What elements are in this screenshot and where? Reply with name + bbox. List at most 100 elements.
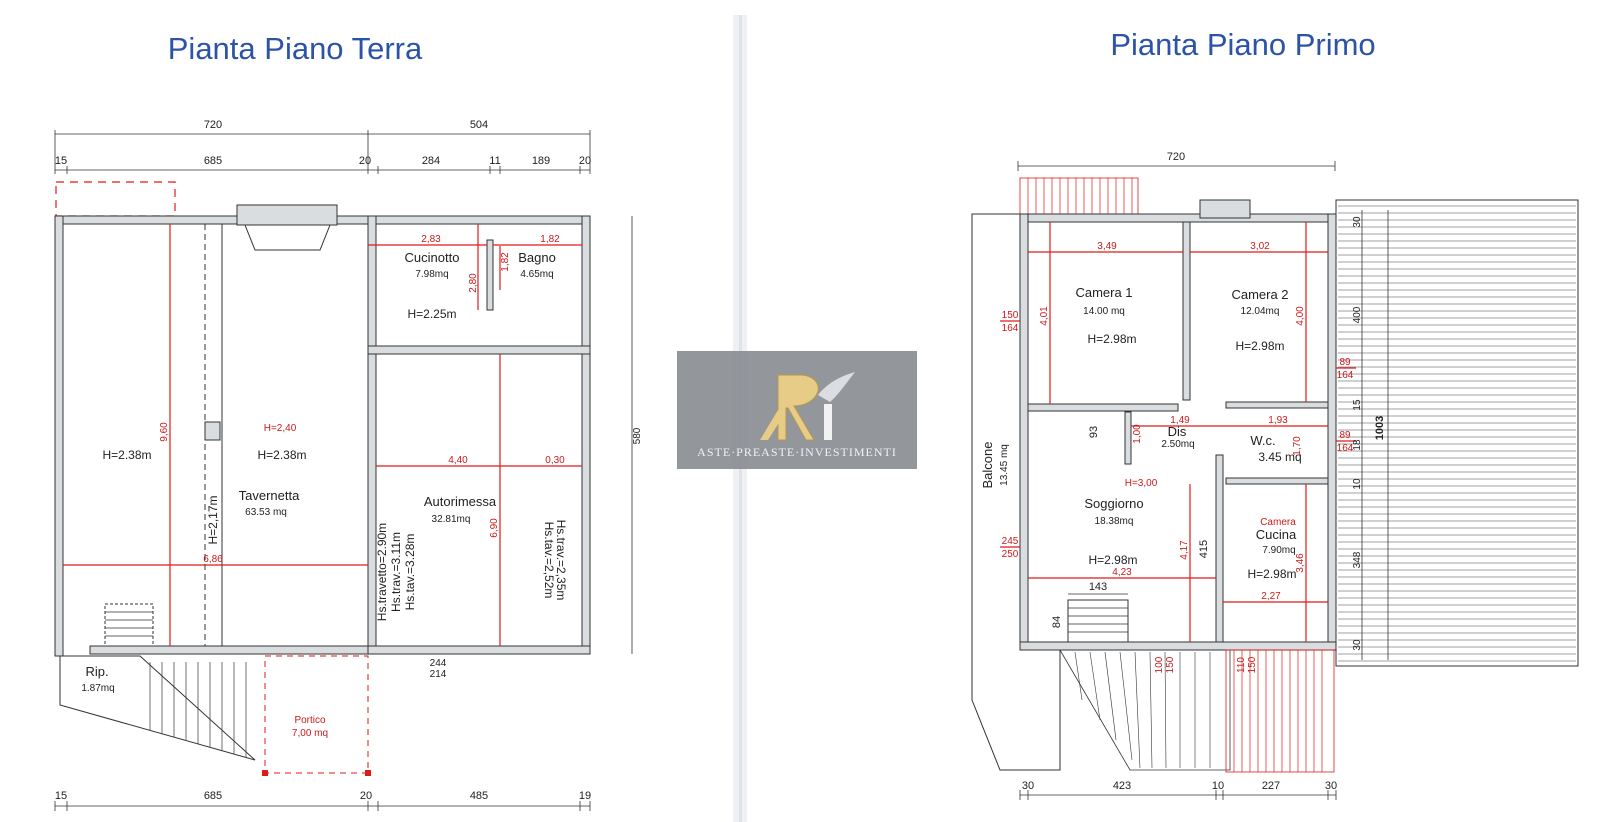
dim-720: 720 bbox=[204, 119, 222, 131]
room-wc-name: W.c. bbox=[1250, 433, 1275, 448]
left-pair-2b: 250 bbox=[1002, 549, 1019, 560]
ground-floor-plan: 720 504 15 685 20 284 11 189 20 bbox=[54, 119, 643, 811]
dim-690: 6,90 bbox=[489, 518, 500, 538]
dim-100b: 100 bbox=[1154, 656, 1165, 673]
logo-mark-icon bbox=[760, 372, 855, 441]
dim-110: 110 bbox=[1236, 657, 1247, 673]
dim-423: 4,23 bbox=[1112, 567, 1132, 578]
room-camera2-area: 12.04mq bbox=[1241, 306, 1280, 317]
room-rip-name: Rip. bbox=[85, 664, 108, 679]
dim-93: 93 bbox=[1088, 426, 1100, 438]
autorimessa-height-2: Hs.trav.=3.11m bbox=[389, 532, 403, 612]
dim-283: 2,83 bbox=[421, 234, 441, 245]
dim-11: 11 bbox=[489, 155, 500, 167]
room-portico-name: Portico bbox=[294, 715, 326, 726]
dim-030: 0,30 bbox=[545, 455, 565, 466]
deck-dim-30a: 30 bbox=[1352, 216, 1363, 228]
autorimessa-height-5: Hs.tav.=2,52m bbox=[542, 522, 556, 599]
dim-182b: 1,82 bbox=[500, 252, 511, 272]
tavernetta-height-red: H=2,40 bbox=[264, 423, 297, 434]
beam-height: H=2,17m bbox=[206, 495, 220, 544]
left-space-height: H=2.38m bbox=[102, 448, 151, 462]
dim-84: 84 bbox=[1051, 616, 1063, 628]
watermark-logo: ASTE·PREASTE·INVESTIMENTI bbox=[677, 351, 917, 469]
dim-440: 4,40 bbox=[448, 455, 468, 466]
room-wc-area: 3.45 mq bbox=[1258, 450, 1301, 464]
room-portico-area: 7,00 mq bbox=[292, 728, 328, 739]
autorimessa-height-3: Hs.tav.=3.28m bbox=[403, 534, 417, 611]
dim-189: 189 bbox=[532, 155, 550, 167]
room-cucinotto-height: H=2.25m bbox=[407, 307, 456, 321]
first-bottom-423: 423 bbox=[1113, 780, 1131, 792]
dim-960: 9,60 bbox=[159, 422, 170, 442]
room-camera1-height: H=2.98m bbox=[1087, 332, 1136, 346]
dim-401: 4,01 bbox=[1039, 306, 1050, 326]
room-autorimessa-name: Autorimessa bbox=[424, 494, 497, 509]
dim-20: 20 bbox=[359, 155, 371, 167]
deck-dim-10: 10 bbox=[1352, 478, 1363, 490]
dim-349: 3,49 bbox=[1097, 241, 1117, 252]
first-floor-title: Pianta Piano Primo bbox=[1110, 27, 1375, 62]
door-dim-214: 214 bbox=[430, 669, 447, 680]
dim-415: 415 bbox=[1198, 540, 1210, 558]
deck-dim-18: 18 bbox=[1352, 439, 1363, 451]
bottom-dim-485: 485 bbox=[470, 790, 488, 802]
right-pair-2a: 89 bbox=[1339, 430, 1351, 441]
room-tavernetta-area: 63.53 mq bbox=[245, 507, 287, 518]
bottom-dim-685: 685 bbox=[204, 790, 222, 802]
logo-text: ASTE·PREASTE·INVESTIMENTI bbox=[697, 445, 897, 459]
left-pair-1a: 150 bbox=[1002, 310, 1019, 321]
door-dim-244: 244 bbox=[430, 658, 447, 669]
room-balcone-area: 13.45 mq bbox=[999, 444, 1010, 486]
dim-20b: 20 bbox=[579, 155, 591, 167]
left-pair-2a: 245 bbox=[1002, 536, 1019, 547]
room-camera1-area: 14.00 mq bbox=[1083, 306, 1125, 317]
room-dis-area: 2.50mq bbox=[1161, 439, 1194, 450]
dim-504: 504 bbox=[470, 119, 488, 131]
room-cucina-height: H=2.98m bbox=[1247, 567, 1296, 581]
deck-dim-30b: 30 bbox=[1352, 639, 1363, 651]
dim-182a: 1,82 bbox=[540, 234, 560, 245]
dim-400: 4,00 bbox=[1295, 306, 1306, 326]
deck-dim-15: 15 bbox=[1352, 399, 1363, 411]
room-soggiorno-area: 18.38mq bbox=[1095, 516, 1134, 527]
deck-dim-total: 1003 bbox=[1374, 416, 1386, 440]
first-bottom-30a: 30 bbox=[1022, 780, 1034, 792]
room-soggiorno-height: H=2.98m bbox=[1088, 553, 1137, 567]
room-bagno-area: 4.65mq bbox=[520, 269, 553, 280]
bottom-dim-19: 19 bbox=[579, 790, 591, 802]
right-pair-1b: 164 bbox=[1337, 370, 1354, 381]
dim-686: 6,86 bbox=[203, 554, 223, 565]
dim-143: 143 bbox=[1089, 581, 1107, 593]
room-balcone-name: Balcone bbox=[980, 442, 995, 489]
room-dis-name: Dis bbox=[1168, 424, 1187, 439]
room-cucinotto-name: Cucinotto bbox=[405, 250, 460, 265]
dim-417: 4,17 bbox=[1179, 540, 1190, 560]
room-bagno-name: Bagno bbox=[518, 250, 556, 265]
room-camera2-height: H=2.98m bbox=[1235, 339, 1284, 353]
room-camera2-name: Camera 2 bbox=[1231, 287, 1288, 302]
first-floor-plan: 720 bbox=[971, 151, 1579, 800]
dim-150: 150 bbox=[1165, 656, 1176, 673]
first-dim-720: 720 bbox=[1167, 151, 1185, 163]
room-cucina-area: 7.90mq bbox=[1262, 545, 1295, 556]
dim-150b: 150 bbox=[1247, 656, 1258, 673]
first-bottom-10: 10 bbox=[1212, 780, 1224, 792]
dim-284: 284 bbox=[422, 155, 440, 167]
dim-100: 1,00 bbox=[1132, 424, 1143, 444]
dim-170: 1,70 bbox=[1292, 436, 1303, 456]
room-autorimessa-area: 32.81mq bbox=[432, 514, 471, 525]
left-pair-1b: 164 bbox=[1002, 323, 1019, 334]
room-camera1-name: Camera 1 bbox=[1075, 285, 1132, 300]
room-cucinotto-area: 7.98mq bbox=[415, 269, 448, 280]
ground-stair bbox=[104, 603, 154, 647]
autorimessa-height-1: Hs.travetto=2.90m bbox=[375, 523, 389, 621]
dim-302: 3,02 bbox=[1250, 241, 1270, 252]
right-pair-2b: 164 bbox=[1337, 443, 1354, 454]
room-rip-area: 1.87mq bbox=[81, 683, 114, 694]
right-pair-1a: 89 bbox=[1339, 357, 1351, 368]
autorimessa-height-4: Hs.trav.=2,35m bbox=[554, 520, 568, 601]
first-stair bbox=[1067, 599, 1129, 643]
